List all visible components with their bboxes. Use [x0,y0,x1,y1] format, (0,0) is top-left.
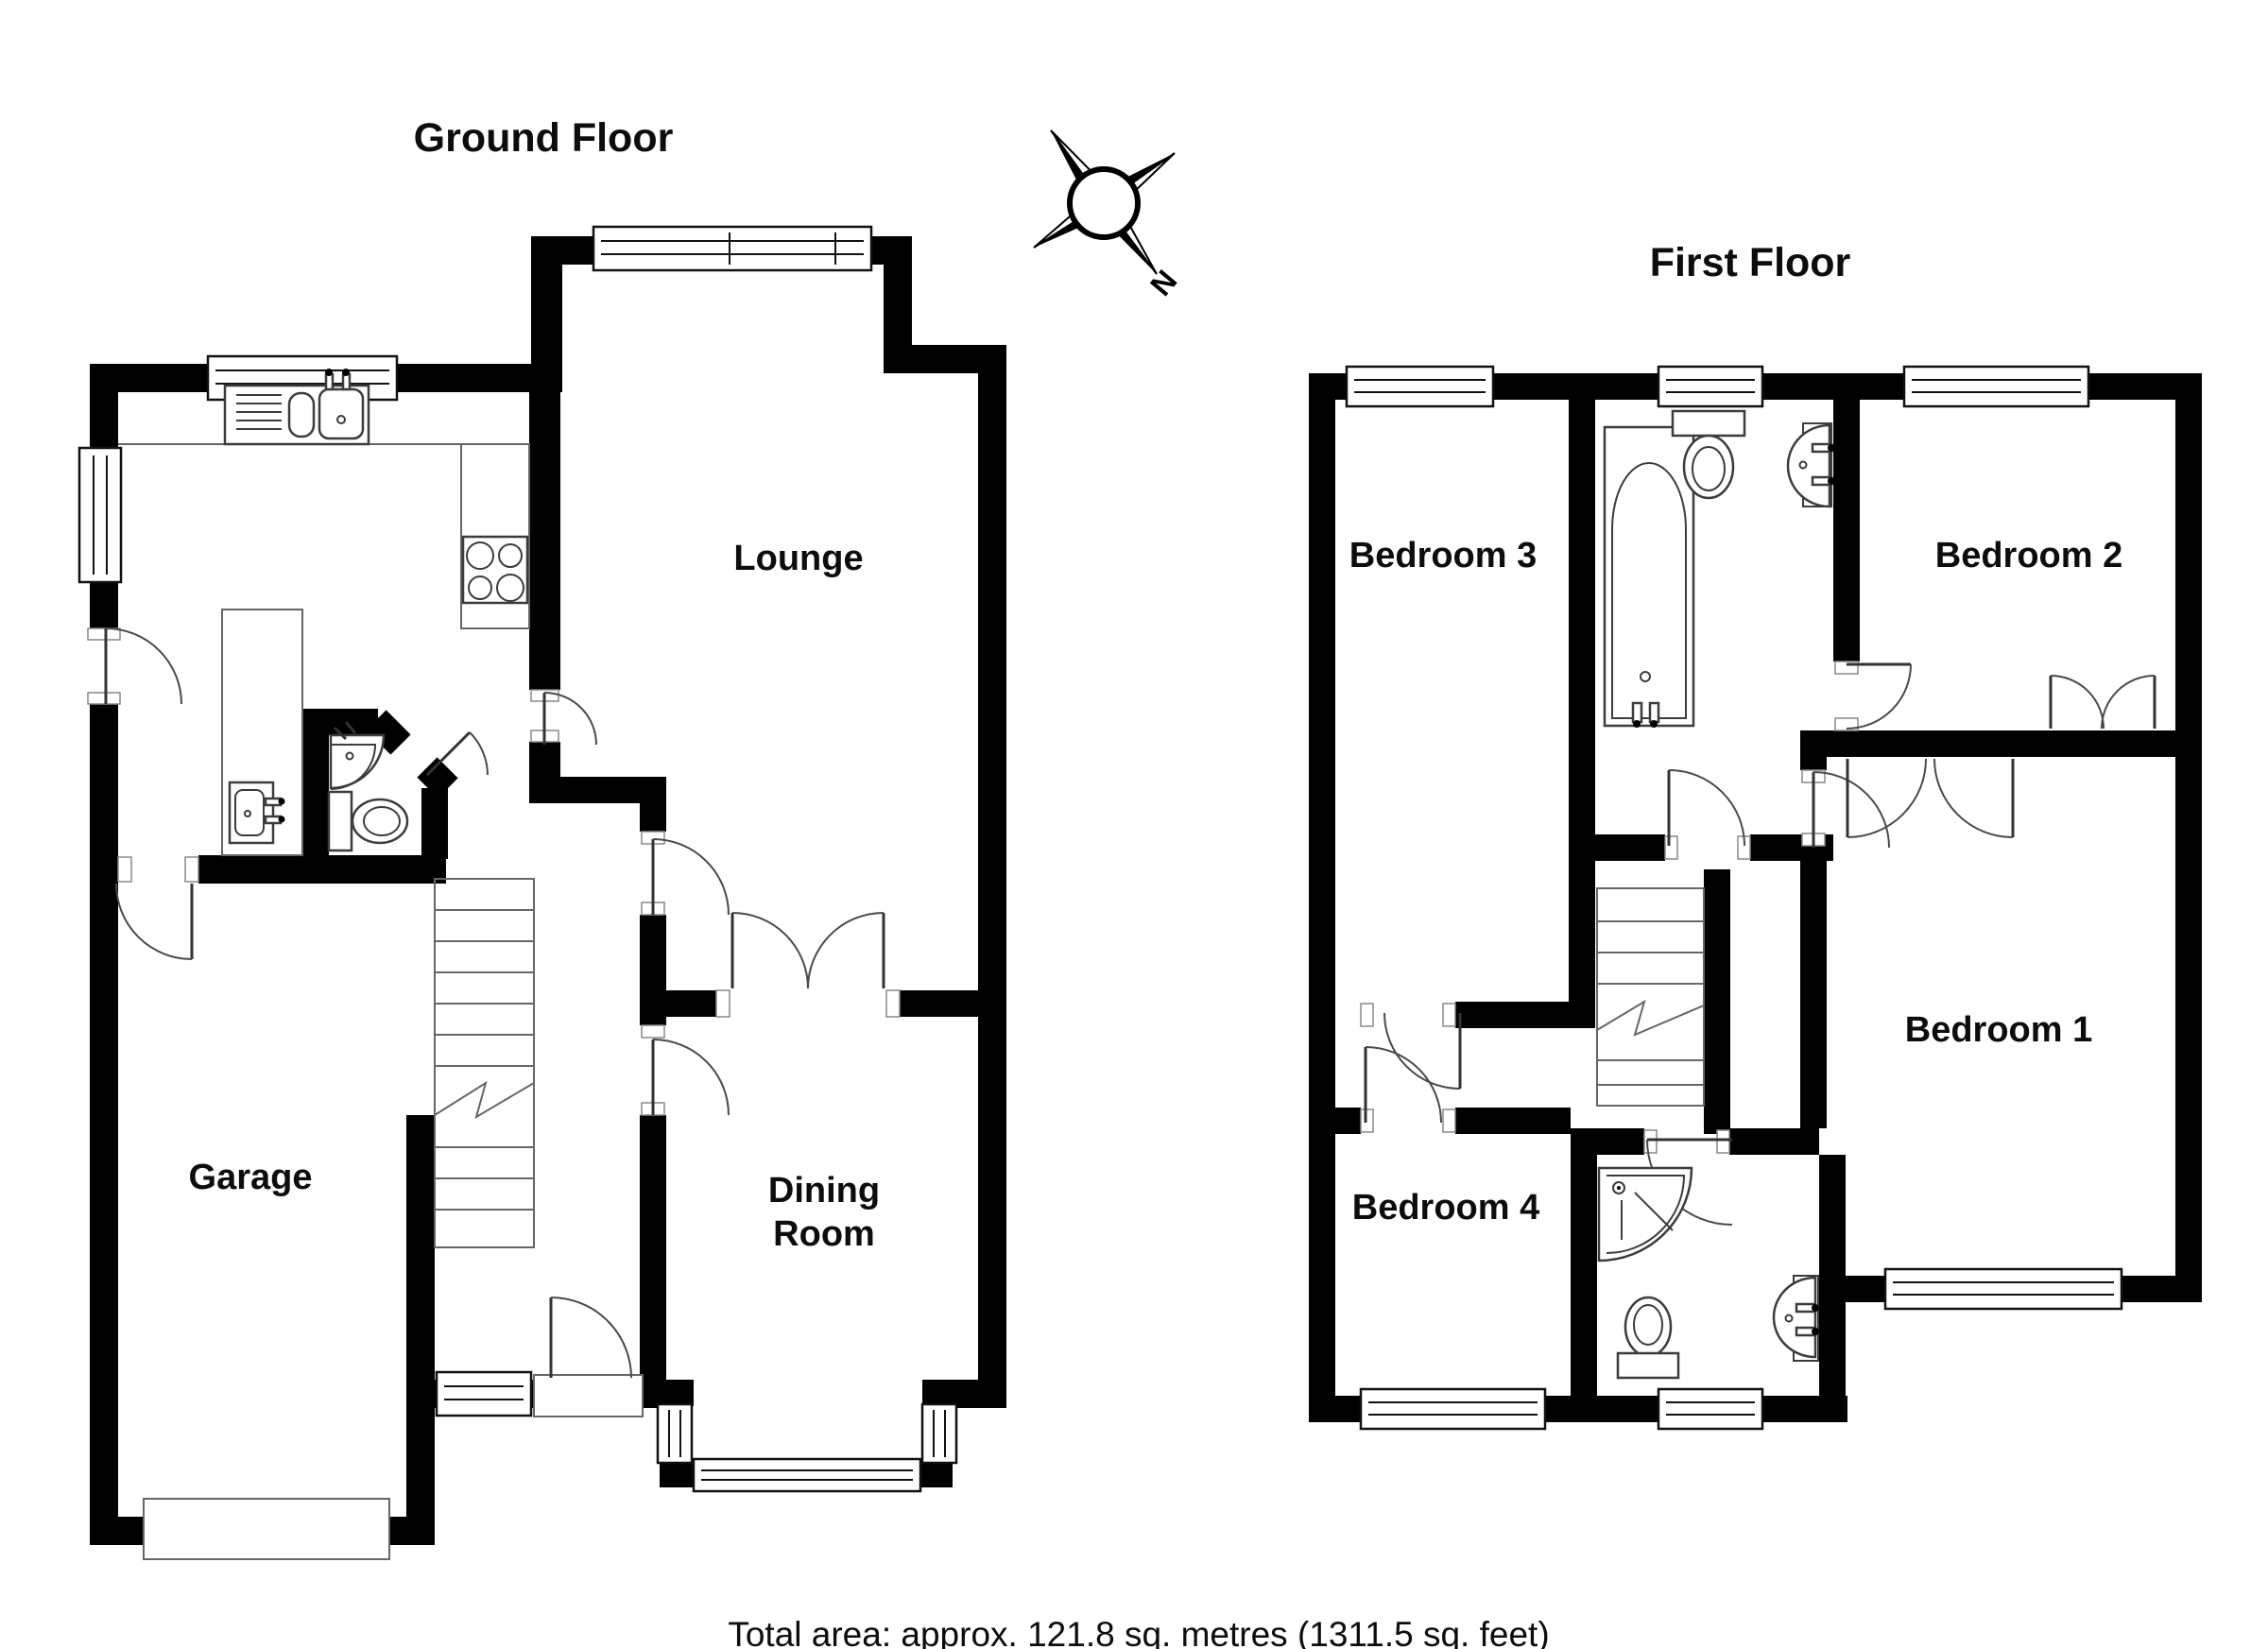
lounge-dining-double-doors [715,912,901,1018]
shower-room-basin-icon [1772,1275,1819,1362]
compass-rose-icon: N [1033,129,1183,302]
lounge-door [641,831,730,916]
bath-icon [1603,425,1695,728]
first-floor-plan: Bedroom 3 Bedroom 2 Bedroom 1 Bedroom 4 [1309,365,2202,1431]
ground-floor-title: Ground Floor [414,115,674,161]
bedroom3-window [1345,365,1495,408]
first-floor-title: First Floor [1650,240,1851,285]
bedroom4-window [1359,1387,1547,1431]
bedroom2-window [1902,365,2090,408]
bathroom-window [1657,365,1764,408]
stairs-first [1596,887,1705,1107]
bedroom3-door [1360,1003,1462,1090]
utility-sink-icon [228,781,285,845]
total-area-caption: Total area: approx. 121.8 sq. metres (13… [728,1615,1549,1649]
bathroom-basin-icon [1786,422,1835,508]
bathroom-door [1664,769,1751,860]
shower-icon [1597,1166,1693,1263]
kitchen-door [530,689,597,746]
garage-label: Garage [189,1158,313,1197]
wc-door [425,730,489,777]
shower-room-door [1643,1129,1733,1226]
wc-basin-icon [329,721,386,790]
dining-door [641,1024,730,1116]
first-floor-walls [1309,373,2202,1422]
ground-floor-plan: Lounge Garage Dining Room [77,225,1006,1560]
dining-room-label-line1: Dining [768,1171,880,1211]
hall-front-window [435,1370,533,1417]
dining-room-label-line2: Room [773,1214,875,1254]
dining-bay-window [656,1402,958,1493]
shower-room-toilet-icon [1616,1296,1680,1380]
compass-north-label: N [1143,264,1183,302]
bedroom2-label: Bedroom 2 [1935,536,2122,575]
stairs-ground [434,878,535,1248]
side-entrance-door [87,627,182,705]
bedroom2-wardrobe-doors [2049,675,2156,730]
bedroom4-door [1360,1046,1456,1133]
bedroom1-label: Bedroom 1 [1905,1010,2092,1050]
bedroom3-label: Bedroom 3 [1349,536,1537,575]
bedroom2-door [1834,661,1912,731]
wc-toilet-icon [327,790,409,852]
kitchen-sink-icon [223,369,370,446]
bedroom1-wardrobe-doors [1846,758,2015,838]
lounge-label: Lounge [733,539,863,578]
bedroom1-window [1883,1267,2123,1311]
bathroom-toilet-icon [1671,409,1746,500]
bedroom1-door [1801,769,1890,849]
bedroom4-label: Bedroom 4 [1352,1188,1539,1228]
garage-internal-door [115,856,199,960]
hob-icon [461,535,529,605]
shower-room-window [1657,1387,1764,1431]
kitchen-side-window [77,446,123,584]
garage-door [143,1498,390,1560]
front-door [533,1297,644,1417]
lounge-bay-window [592,225,873,272]
